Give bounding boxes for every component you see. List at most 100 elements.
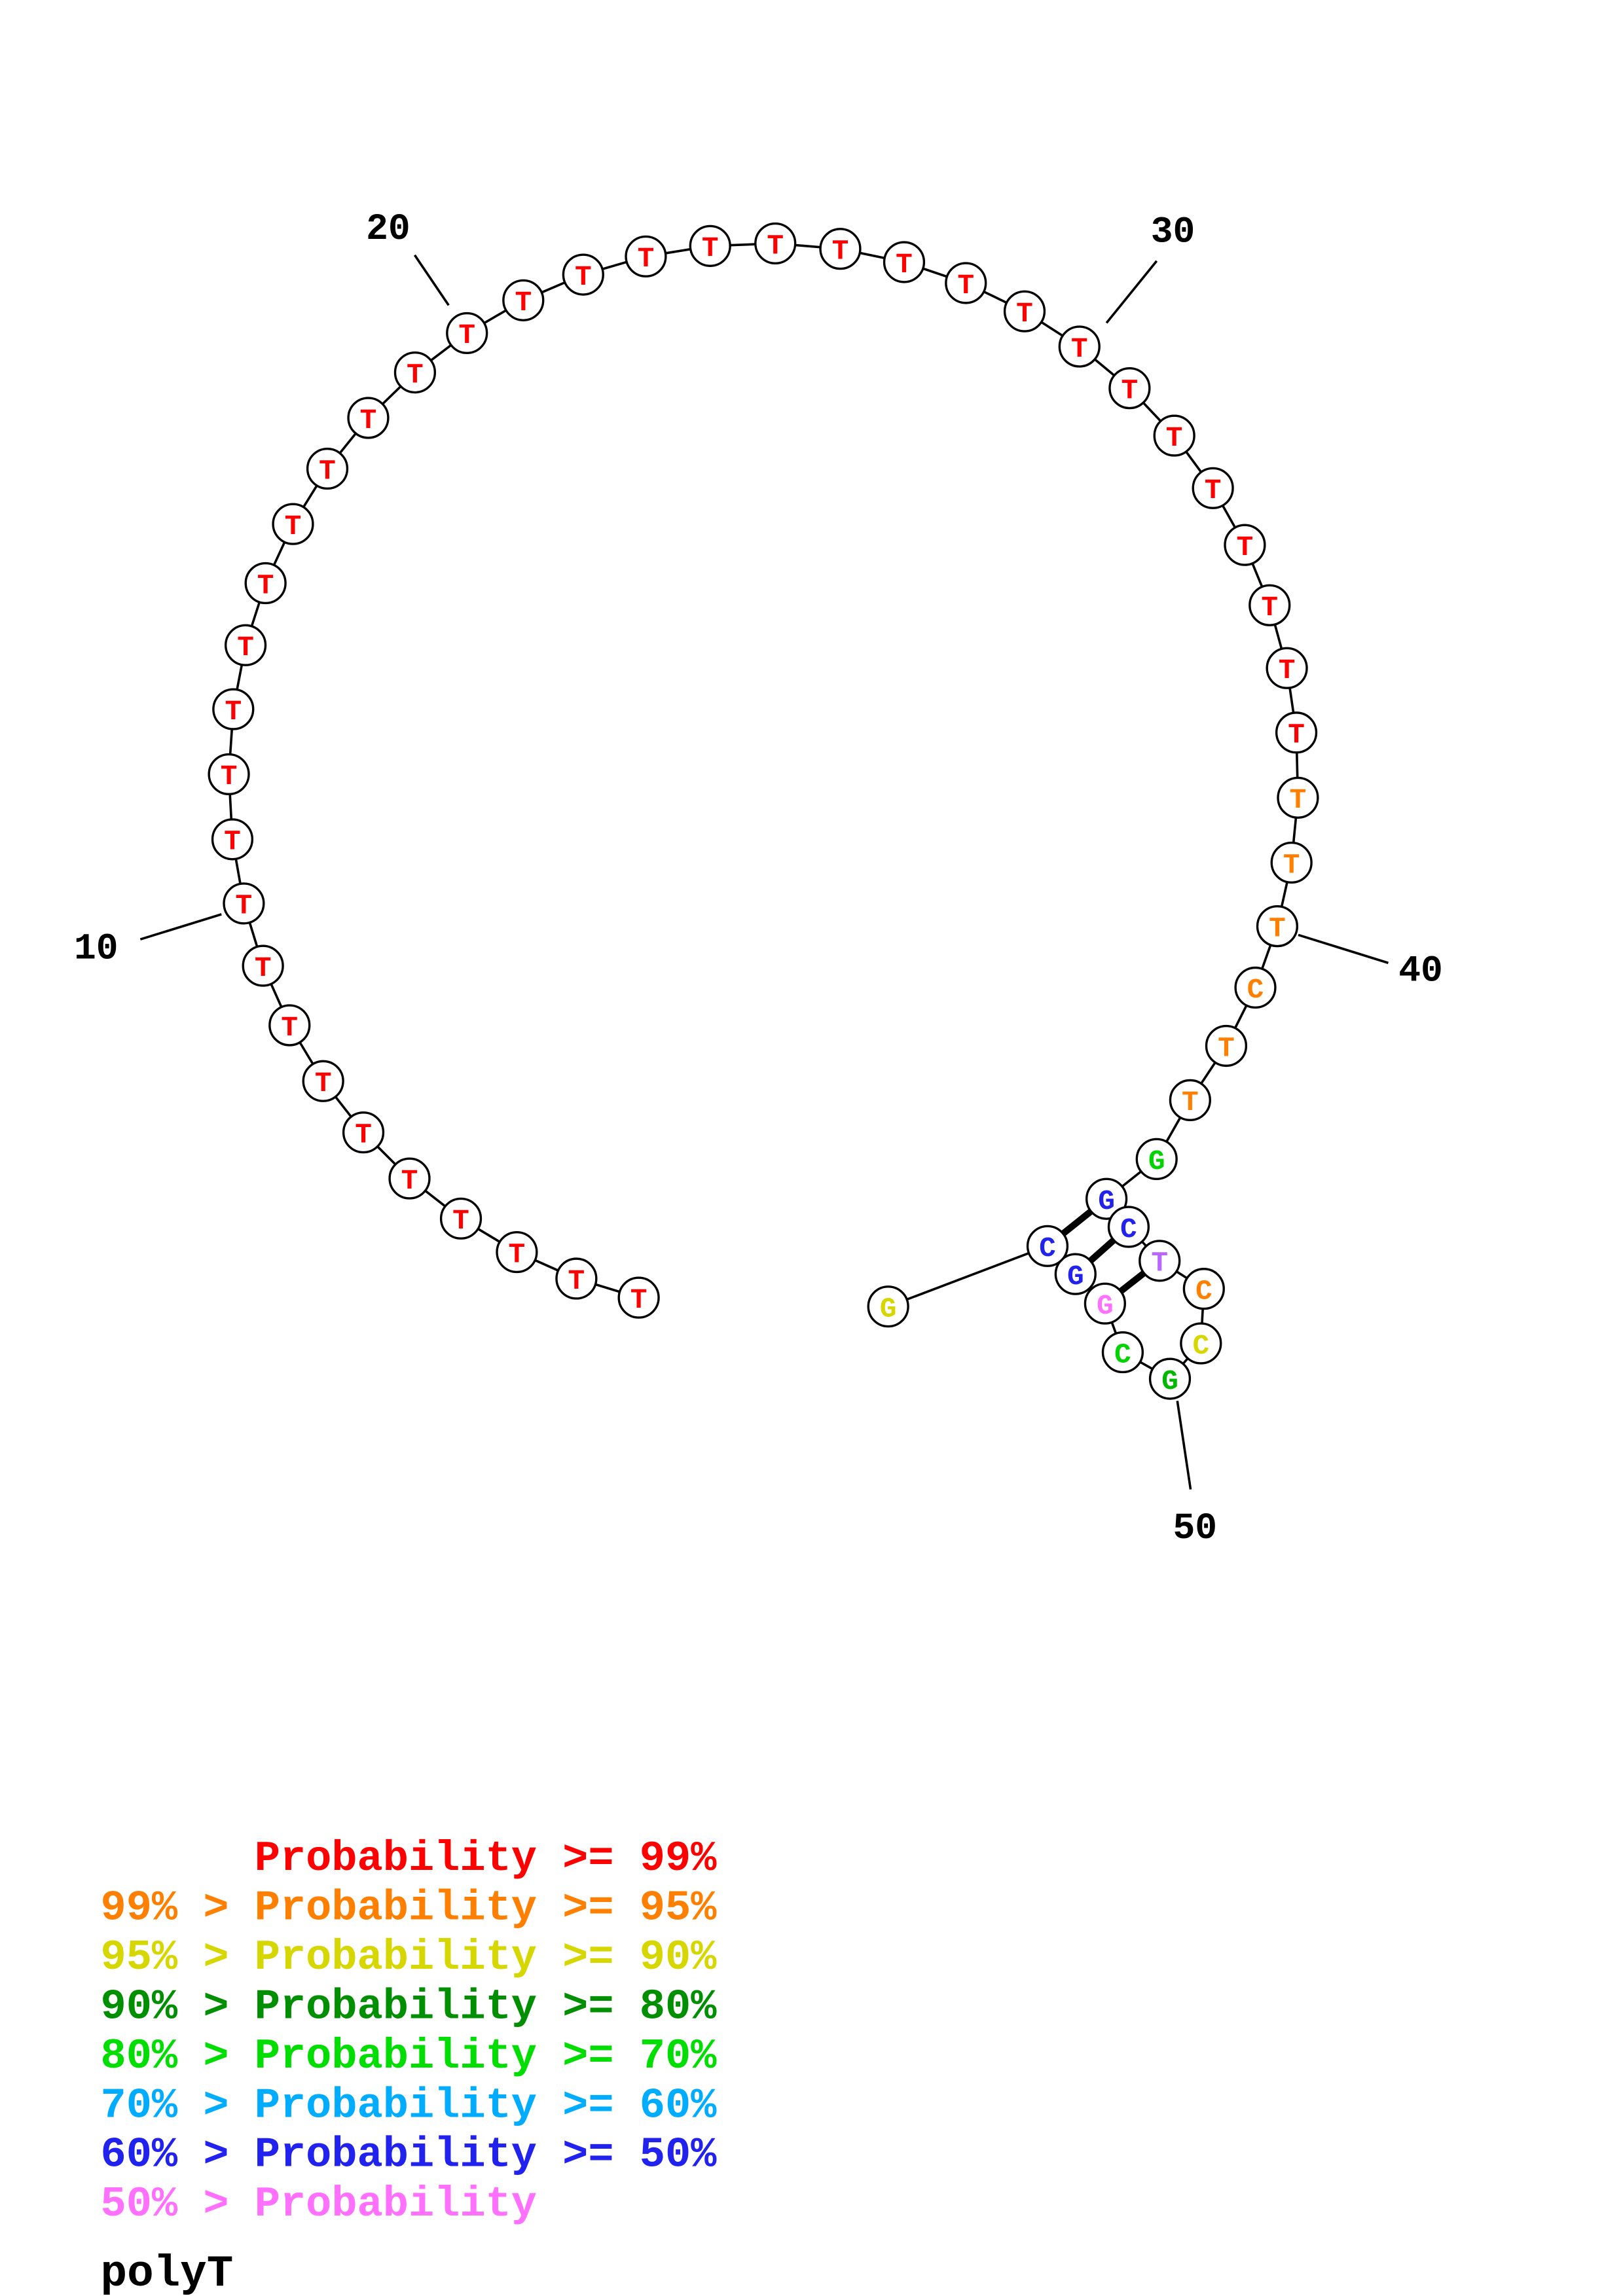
base-circle — [754, 222, 797, 265]
base-circle — [1153, 414, 1195, 457]
base-circle — [439, 1197, 483, 1240]
base-letter: T — [401, 1165, 418, 1197]
base-letter: T — [957, 270, 974, 302]
legend-entry: 70% > Probability >= 60% — [101, 2081, 718, 2130]
base-circle — [1249, 584, 1291, 626]
base-letter: T — [1279, 655, 1296, 687]
base-letter: T — [360, 404, 377, 437]
base-circle — [1084, 1282, 1126, 1325]
base-letter: G — [880, 1293, 897, 1325]
position-label-line — [1298, 933, 1389, 964]
legend-entry: 80% > Probability >= 70% — [101, 2032, 718, 2081]
base-circle — [562, 253, 604, 296]
base-letter: T — [1237, 531, 1254, 564]
base-letter: T — [1182, 1086, 1199, 1119]
base-letter: T — [1016, 298, 1033, 330]
position-label: 30 — [1151, 211, 1195, 253]
base-letter: T — [1166, 422, 1183, 454]
base-letter: T — [515, 287, 532, 319]
base-circle — [1224, 524, 1266, 566]
base-letter: T — [1261, 592, 1278, 624]
base-circle — [212, 688, 255, 730]
base-circle — [244, 562, 287, 605]
base-circle — [1256, 905, 1299, 948]
base-circle — [393, 351, 437, 394]
base-letter: T — [355, 1119, 372, 1151]
base-circle — [306, 447, 349, 490]
base-letter: T — [1122, 374, 1139, 406]
base-letter: T — [1205, 475, 1222, 507]
base-letter: T — [568, 1265, 585, 1297]
base-letter: G — [1067, 1261, 1084, 1293]
base-circle — [347, 397, 390, 439]
base-circle — [1108, 367, 1151, 410]
base-circle — [1192, 467, 1234, 509]
legend-entry: 95% > Probability >= 90% — [101, 1933, 718, 1982]
base-letter: T — [1290, 784, 1307, 816]
base-circle — [1182, 1268, 1225, 1310]
base-circle — [242, 944, 284, 987]
base-circle — [1135, 1138, 1178, 1181]
legend-entry: Probability >= 99% — [255, 1835, 717, 1883]
base-circle — [617, 1276, 660, 1319]
base-circle — [211, 818, 254, 861]
base-circle — [945, 262, 987, 304]
base-letter: T — [257, 569, 274, 601]
base-letter: T — [221, 761, 238, 793]
base-letter: T — [224, 826, 241, 858]
base-circle — [1270, 841, 1313, 884]
base-letter: T — [407, 359, 424, 391]
base-circle — [223, 882, 265, 925]
base-letter: C — [1114, 1338, 1131, 1371]
position-label-line — [1105, 260, 1158, 324]
base-letter: T — [237, 632, 254, 664]
position-label-line — [413, 254, 450, 306]
base-circle — [388, 1157, 431, 1200]
backbone-bond — [888, 1245, 1048, 1308]
position-label: 20 — [366, 208, 410, 250]
base-letter: G — [1097, 1290, 1114, 1322]
base-letter: C — [1120, 1213, 1137, 1246]
base-circle — [1101, 1331, 1144, 1374]
base-letter: T — [509, 1238, 526, 1270]
base-circle — [1054, 1253, 1097, 1295]
base-letter: T — [236, 890, 253, 922]
base-letter: T — [630, 1284, 647, 1316]
position-label: 10 — [74, 927, 119, 969]
legend-entry: 90% > Probability >= 80% — [101, 1982, 718, 2031]
base-letter: T — [1151, 1247, 1168, 1280]
legend-entry: 60% > Probability >= 50% — [101, 2131, 718, 2179]
base-letter: T — [225, 696, 242, 728]
base-circle — [689, 224, 731, 267]
base-circle — [496, 1230, 538, 1274]
base-circle — [1026, 1225, 1069, 1267]
base-letter: T — [319, 455, 336, 487]
probability-legend: Probability >= 99%99% > Probability >= 9… — [101, 1835, 718, 2229]
base-letter: T — [638, 243, 655, 275]
base-circle — [1275, 711, 1318, 754]
base-circle — [819, 228, 862, 270]
base-letter: T — [767, 230, 784, 262]
base-letter: T — [458, 319, 475, 351]
base-circle — [1205, 1024, 1248, 1067]
position-label-line — [1176, 1401, 1192, 1490]
base-letter: T — [1071, 333, 1088, 365]
base-letter: C — [1195, 1275, 1213, 1307]
base-circle — [1148, 1357, 1192, 1400]
base-circle — [446, 312, 488, 355]
base-circle — [1107, 1206, 1150, 1248]
plot-title: polyT — [101, 2250, 234, 2296]
base-letter: T — [1218, 1032, 1235, 1064]
base-circle — [1234, 966, 1277, 1009]
base-circle — [268, 1004, 311, 1047]
base-letter: T — [285, 511, 302, 543]
base-letter: T — [896, 249, 913, 281]
base-letter: G — [1161, 1365, 1178, 1397]
position-label-line — [139, 913, 222, 941]
base-circle — [1277, 776, 1319, 819]
base-circle — [302, 1060, 344, 1102]
position-label: 40 — [1398, 950, 1443, 992]
